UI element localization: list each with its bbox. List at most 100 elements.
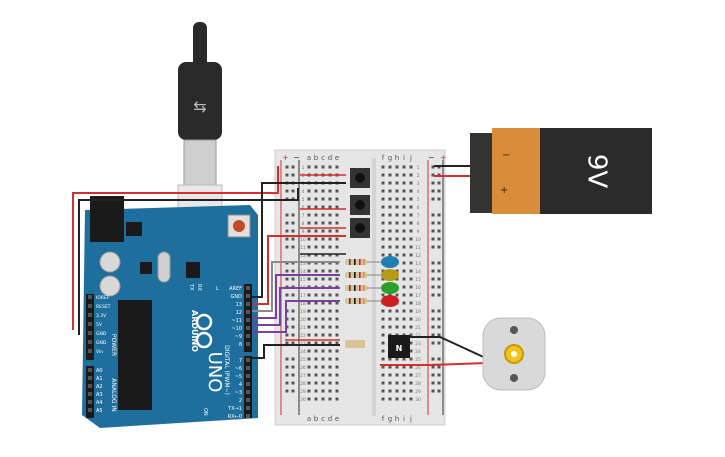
breadboard-hole[interactable] (395, 357, 399, 361)
breadboard-hole[interactable] (402, 357, 406, 361)
rail-hole[interactable] (437, 317, 441, 321)
breadboard-hole[interactable] (388, 189, 392, 193)
breadboard-hole[interactable] (388, 253, 392, 257)
breadboard-hole[interactable] (381, 189, 385, 193)
breadboard-hole[interactable] (314, 213, 318, 217)
breadboard-hole[interactable] (395, 269, 399, 273)
breadboard-hole[interactable] (409, 293, 413, 297)
breadboard-hole[interactable] (328, 189, 332, 193)
breadboard-hole[interactable] (314, 373, 318, 377)
rail-hole[interactable] (437, 357, 441, 361)
breadboard-hole[interactable] (395, 317, 399, 321)
digital-pin[interactable] (246, 334, 250, 338)
breadboard-hole[interactable] (409, 237, 413, 241)
rail-hole[interactable] (285, 221, 289, 225)
rail-hole[interactable] (431, 341, 435, 345)
breadboard-hole[interactable] (402, 285, 406, 289)
breadboard-hole[interactable] (321, 373, 325, 377)
breadboard-hole[interactable] (328, 277, 332, 281)
digital-pin[interactable] (246, 294, 250, 298)
breadboard-hole[interactable] (314, 277, 318, 281)
breadboard-hole[interactable] (335, 213, 339, 217)
breadboard-hole[interactable] (402, 181, 406, 185)
breadboard-hole[interactable] (409, 173, 413, 177)
rail-hole[interactable] (431, 189, 435, 193)
breadboard-hole[interactable] (321, 317, 325, 321)
breadboard-hole[interactable] (395, 397, 399, 401)
breadboard-hole[interactable] (402, 293, 406, 297)
breadboard-hole[interactable] (388, 309, 392, 313)
breadboard-hole[interactable] (307, 301, 311, 305)
breadboard-hole[interactable] (409, 381, 413, 385)
rail-hole[interactable] (285, 373, 289, 377)
rail-hole[interactable] (291, 173, 295, 177)
rail-hole[interactable] (431, 277, 435, 281)
breadboard-hole[interactable] (307, 237, 311, 241)
rail-hole[interactable] (431, 373, 435, 377)
breadboard-hole[interactable] (381, 165, 385, 169)
rail-hole[interactable] (285, 389, 289, 393)
breadboard-hole[interactable] (388, 357, 392, 361)
rail-hole[interactable] (291, 341, 295, 345)
breadboard-hole[interactable] (314, 197, 318, 201)
rail-hole[interactable] (437, 197, 441, 201)
breadboard-hole[interactable] (335, 381, 339, 385)
breadboard-hole[interactable] (381, 397, 385, 401)
rail-hole[interactable] (285, 229, 289, 233)
rail-hole[interactable] (437, 221, 441, 225)
breadboard-hole[interactable] (402, 317, 406, 321)
breadboard-hole[interactable] (388, 237, 392, 241)
breadboard-hole[interactable] (321, 301, 325, 305)
breadboard-hole[interactable] (402, 309, 406, 313)
breadboard-hole[interactable] (409, 189, 413, 193)
breadboard-hole[interactable] (395, 173, 399, 177)
rail-hole[interactable] (285, 165, 289, 169)
breadboard-hole[interactable] (328, 301, 332, 305)
breadboard-hole[interactable] (335, 277, 339, 281)
breadboard-hole[interactable] (409, 285, 413, 289)
breadboard-hole[interactable] (307, 213, 311, 217)
breadboard-hole[interactable] (381, 277, 385, 281)
breadboard-hole[interactable] (388, 205, 392, 209)
digital-pin[interactable] (246, 342, 250, 346)
breadboard-hole[interactable] (335, 373, 339, 377)
breadboard-hole[interactable] (388, 181, 392, 185)
breadboard-hole[interactable] (388, 165, 392, 169)
breadboard-hole[interactable] (388, 221, 392, 225)
rail-hole[interactable] (285, 365, 289, 369)
breadboard-hole[interactable] (328, 381, 332, 385)
rail-hole[interactable] (291, 333, 295, 337)
breadboard-hole[interactable] (307, 221, 311, 225)
breadboard-hole[interactable] (328, 389, 332, 393)
rail-hole[interactable] (437, 189, 441, 193)
breadboard-hole[interactable] (321, 237, 325, 241)
rail-hole[interactable] (291, 381, 295, 385)
rail-hole[interactable] (431, 221, 435, 225)
led[interactable] (381, 256, 399, 268)
breadboard-hole[interactable] (335, 221, 339, 225)
breadboard-hole[interactable] (381, 365, 385, 369)
rail-hole[interactable] (285, 381, 289, 385)
rail-hole[interactable] (431, 357, 435, 361)
rail-hole[interactable] (437, 285, 441, 289)
breadboard-hole[interactable] (381, 213, 385, 217)
rail-hole[interactable] (285, 357, 289, 361)
breadboard-hole[interactable] (314, 269, 318, 273)
breadboard-hole[interactable] (409, 373, 413, 377)
breadboard-hole[interactable] (328, 253, 332, 257)
breadboard-hole[interactable] (307, 245, 311, 249)
breadboard-hole[interactable] (328, 165, 332, 169)
breadboard-hole[interactable] (409, 181, 413, 185)
power-pin[interactable] (88, 304, 92, 308)
breadboard-hole[interactable] (307, 373, 311, 377)
breadboard-hole[interactable] (321, 325, 325, 329)
rail-hole[interactable] (431, 269, 435, 273)
breadboard-hole[interactable] (328, 205, 332, 209)
breadboard-hole[interactable] (381, 317, 385, 321)
breadboard-hole[interactable] (402, 325, 406, 329)
rail-hole[interactable] (431, 197, 435, 201)
breadboard-hole[interactable] (381, 373, 385, 377)
breadboard-hole[interactable] (335, 293, 339, 297)
breadboard-hole[interactable] (328, 341, 332, 345)
rail-hole[interactable] (291, 213, 295, 217)
